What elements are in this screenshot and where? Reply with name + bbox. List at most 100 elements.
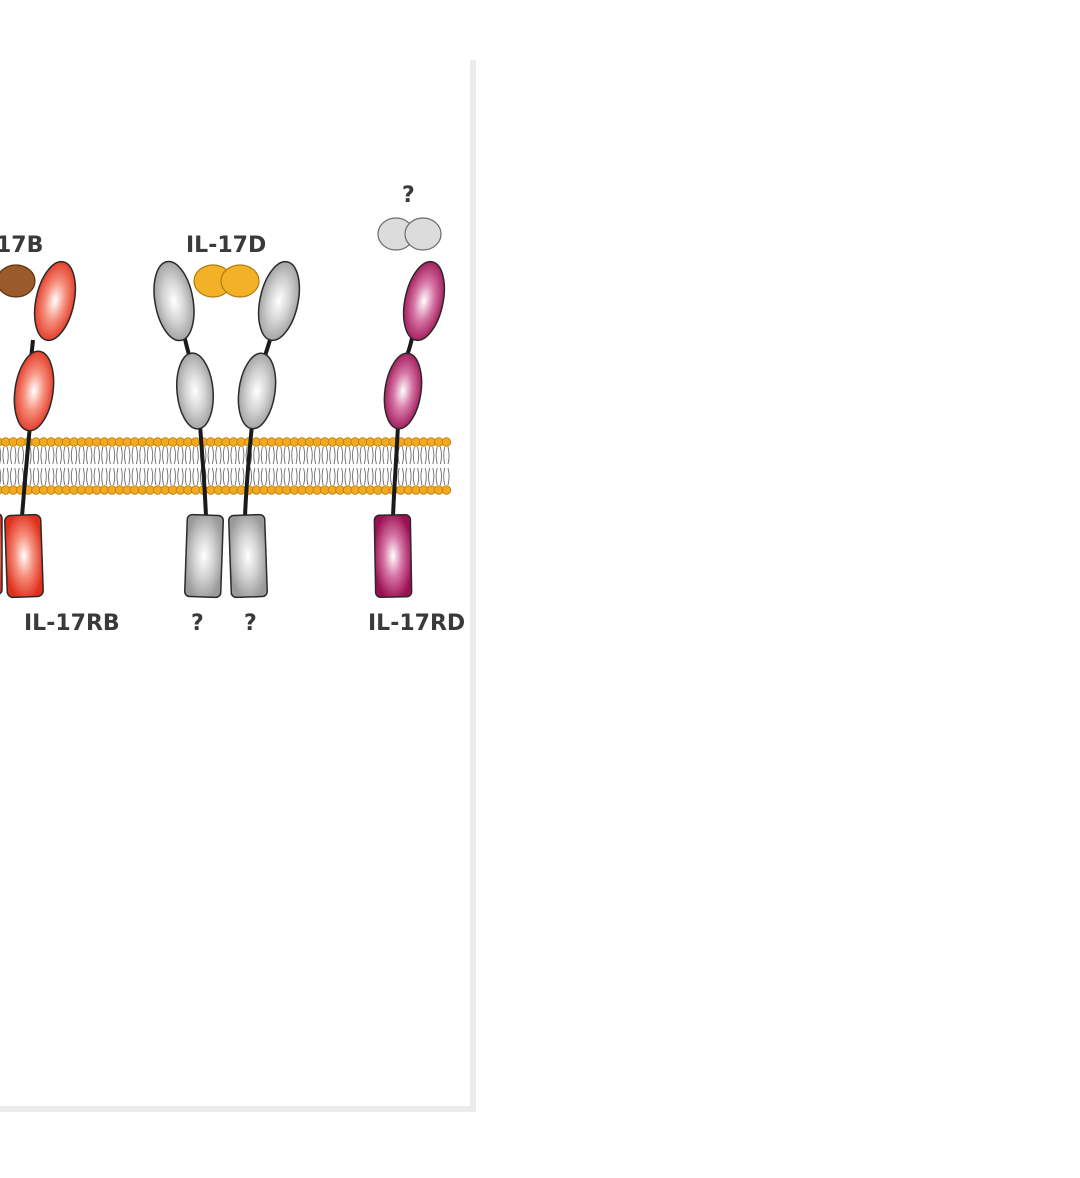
lipid-tail bbox=[211, 446, 214, 465]
lipid-tail bbox=[367, 467, 370, 486]
lipid-tail bbox=[158, 467, 161, 486]
label-il17b: 17B bbox=[0, 233, 43, 258]
lipid-tail bbox=[2, 467, 5, 486]
lipid-tail bbox=[101, 467, 104, 486]
lipid-tail bbox=[291, 446, 294, 465]
lipid-tail bbox=[291, 467, 294, 486]
il17rd-receptor bbox=[373, 260, 446, 598]
lipid-tail bbox=[287, 467, 290, 486]
lipid-tail bbox=[204, 446, 207, 465]
lipid-tail bbox=[234, 446, 237, 465]
lipid-tail bbox=[67, 446, 70, 465]
lipid-tail bbox=[310, 446, 313, 465]
lipid-tail bbox=[63, 467, 66, 486]
lipid-tail bbox=[382, 467, 385, 486]
unknown-receptor-left-domain-top bbox=[153, 260, 195, 342]
lipid-tail bbox=[417, 467, 420, 486]
lipid-tail bbox=[120, 467, 123, 486]
lipid-tail bbox=[113, 467, 116, 486]
lipid-tail bbox=[295, 467, 298, 486]
lipid-tail bbox=[333, 446, 336, 465]
cell-membrane-bilayer bbox=[0, 437, 452, 495]
il17rb-domain-top bbox=[33, 260, 77, 342]
lipid-tail bbox=[184, 446, 187, 465]
lipid-tail bbox=[280, 467, 283, 486]
lipid-tail bbox=[143, 467, 146, 486]
lipid-tail bbox=[420, 467, 423, 486]
label-unknown-receptor-1: ? bbox=[191, 611, 204, 636]
lipid-tail bbox=[177, 467, 180, 486]
lipid-tail bbox=[139, 467, 142, 486]
il17rb-receptor bbox=[0, 260, 77, 599]
lipid-tail bbox=[283, 446, 286, 465]
il17rb-domain-mid bbox=[13, 350, 55, 432]
il17b-ligand bbox=[0, 264, 36, 298]
lipid-tail bbox=[420, 446, 423, 465]
lipid-tail bbox=[40, 467, 43, 486]
label-il17rb: IL-17RB bbox=[24, 611, 120, 636]
lipid-tail bbox=[2, 446, 5, 465]
lipid-tail bbox=[341, 467, 344, 486]
lipid-tail bbox=[86, 467, 89, 486]
lipid-tail bbox=[86, 446, 89, 465]
lipid-tail bbox=[154, 467, 157, 486]
lipid-tail bbox=[417, 446, 420, 465]
lipid-tail bbox=[336, 446, 339, 465]
lipid-tail bbox=[405, 467, 408, 486]
lipid-tail bbox=[276, 467, 279, 486]
lipid-tail bbox=[207, 446, 210, 465]
lipid-tail bbox=[386, 467, 389, 486]
lipid-tail bbox=[211, 467, 214, 486]
lipid-tail bbox=[336, 467, 339, 486]
lipid-tail bbox=[367, 446, 370, 465]
lipid-tail bbox=[242, 467, 245, 486]
lipid-tail bbox=[93, 446, 96, 465]
lipid-tail bbox=[14, 446, 17, 465]
lipid-tail bbox=[280, 446, 283, 465]
lipid-tail bbox=[215, 467, 218, 486]
lipid-tail bbox=[21, 446, 24, 465]
lipid-tail bbox=[230, 467, 233, 486]
lipid-tail bbox=[268, 467, 271, 486]
lipid-tail bbox=[314, 446, 317, 465]
lipid-tail bbox=[189, 446, 192, 465]
lipid-tail bbox=[352, 467, 355, 486]
lipid-tail bbox=[432, 446, 435, 465]
lipid-tail bbox=[412, 446, 415, 465]
lipid-tail bbox=[363, 467, 366, 486]
lipid-tail bbox=[249, 467, 252, 486]
lipid-tail bbox=[82, 467, 85, 486]
lipid-tail bbox=[32, 446, 35, 465]
lipid-tail bbox=[333, 467, 336, 486]
lipid-tail bbox=[113, 446, 116, 465]
lipid-tail bbox=[151, 446, 154, 465]
lipid-tail bbox=[276, 446, 279, 465]
lipid-tail bbox=[90, 446, 93, 465]
lipid-tail bbox=[70, 467, 73, 486]
unknown-receptor-right-domain-top bbox=[257, 260, 301, 342]
lipid-tail bbox=[55, 446, 58, 465]
lipid-tail bbox=[52, 446, 55, 465]
lipid-tail bbox=[97, 446, 100, 465]
lipid-tail bbox=[374, 446, 377, 465]
lipid-tail bbox=[352, 446, 355, 465]
unknown-receptor-right-domain-mid bbox=[237, 352, 277, 430]
lipid-tail bbox=[428, 467, 431, 486]
lipid-tail bbox=[329, 467, 332, 486]
lipid-tail bbox=[169, 446, 172, 465]
lipid-tail bbox=[379, 467, 382, 486]
lipid-tail bbox=[401, 446, 404, 465]
lipid-tail bbox=[55, 467, 58, 486]
lipid-tail bbox=[105, 467, 108, 486]
lipid-tail bbox=[116, 446, 119, 465]
lipid-tail bbox=[303, 467, 306, 486]
lipid-tail bbox=[298, 467, 301, 486]
lipid-tail bbox=[189, 467, 192, 486]
lipid-tail bbox=[173, 446, 176, 465]
lipid-tail bbox=[234, 467, 237, 486]
lipid-tail bbox=[409, 467, 412, 486]
lipid-tail bbox=[97, 467, 100, 486]
lipid-tail bbox=[405, 446, 408, 465]
lipid-tail bbox=[135, 446, 138, 465]
lipid-tail bbox=[439, 446, 442, 465]
